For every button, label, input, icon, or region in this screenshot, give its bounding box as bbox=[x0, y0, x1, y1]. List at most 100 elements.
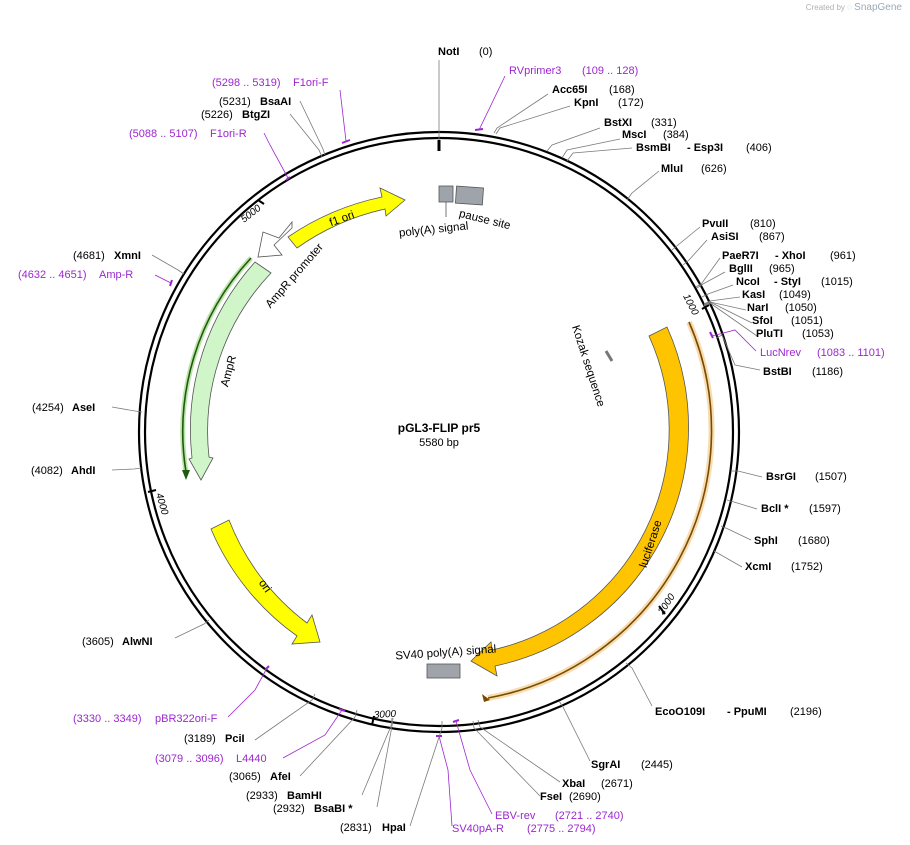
site-MluI[interactable]: MluI (626) bbox=[661, 163, 727, 175]
primer-label: LucNrev bbox=[760, 347, 801, 359]
site-BtgZI[interactable]: (5226) BtgZI bbox=[201, 109, 270, 121]
site-AseI[interactable]: (4254) AseI bbox=[32, 402, 95, 414]
site-position: (1507) bbox=[815, 471, 847, 483]
site-label-isoschizomer: - Esp3I bbox=[687, 142, 723, 154]
primer-RVprimer3[interactable]: RVprimer3 (109 .. 128) bbox=[509, 65, 638, 77]
primer-F1ori-R[interactable]: (5088 .. 5107) F1ori-R bbox=[129, 128, 247, 140]
snapgene-logo-icon: ◌ bbox=[847, 3, 852, 12]
feature-label-polya-signal: poly(A) signal bbox=[398, 220, 469, 239]
feature-ori[interactable]: ori bbox=[210, 519, 321, 645]
tick-label-1000: 1000 bbox=[680, 292, 700, 317]
primer-leaders bbox=[154, 75, 757, 827]
feature-label-kozak: Kozak sequence bbox=[569, 324, 607, 409]
site-NcoI-StyI[interactable]: NcoI - StyI (1015) bbox=[736, 276, 853, 288]
site-label: BamHI bbox=[287, 790, 322, 802]
site-label-isoschizomer: - XhoI bbox=[775, 250, 806, 262]
site-PciI[interactable]: (3189) PciI bbox=[184, 733, 245, 745]
site-label-isoschizomer: - PpuMI bbox=[727, 706, 767, 718]
feature-luciferase[interactable]: luciferase bbox=[470, 326, 689, 677]
site-SgrAI[interactable]: SgrAI (2445) bbox=[591, 759, 673, 771]
site-BsaAI[interactable]: (5231) BsaAI bbox=[219, 96, 291, 108]
site-XbaI[interactable]: XbaI (2671) bbox=[562, 778, 633, 790]
site-SfoI[interactable]: SfoI (1051) bbox=[752, 315, 823, 327]
site-XmnI[interactable]: (4681) XmnI bbox=[73, 250, 141, 262]
feature-kozak[interactable]: Kozak sequence bbox=[569, 324, 614, 409]
site-BstBI[interactable]: BstBI (1186) bbox=[763, 366, 843, 378]
site-BglII[interactable]: BglII (965) bbox=[729, 263, 795, 275]
site-AsiSI[interactable]: AsiSI (867) bbox=[711, 231, 785, 243]
site-position: (3189) bbox=[184, 733, 216, 745]
site-position: (2831) bbox=[340, 822, 372, 834]
site-position: (3605) bbox=[82, 636, 114, 648]
primer-range: (4632 .. 4651) bbox=[18, 269, 87, 281]
site-EcoO109I-PpuMI[interactable]: EcoO109I - PpuMI (2196) bbox=[655, 706, 822, 718]
leader-lines bbox=[111, 60, 763, 827]
site-BsmBI-Esp3I[interactable]: BsmBI - Esp3I (406) bbox=[636, 142, 772, 154]
site-position: (1680) bbox=[798, 535, 830, 547]
primer-range: (2721 .. 2740) bbox=[555, 810, 624, 822]
site-AfeI[interactable]: (3065) AfeI bbox=[229, 771, 291, 783]
site-label: SfoI bbox=[752, 315, 773, 327]
primer-L4440[interactable]: (3079 .. 3096) L4440 bbox=[155, 753, 267, 765]
primer-range: (109 .. 128) bbox=[582, 65, 638, 77]
site-position: (172) bbox=[618, 97, 644, 109]
site-KpnI[interactable]: KpnI (172) bbox=[574, 97, 644, 109]
site-position: (1050) bbox=[785, 302, 817, 314]
feature-ampr[interactable]: AmpR bbox=[188, 261, 272, 481]
site-label: KpnI bbox=[574, 97, 598, 109]
primer-pBR322ori-F[interactable]: (3330 .. 3349) pBR322ori-F bbox=[73, 713, 218, 725]
site-label: MscI bbox=[622, 129, 646, 141]
site-position: (0) bbox=[479, 46, 492, 58]
site-BamHI[interactable]: (2933) BamHI bbox=[246, 790, 322, 802]
site-BstXI[interactable]: BstXI (331) bbox=[604, 117, 677, 129]
primer-EBV-rev[interactable]: EBV-rev (2721 .. 2740) bbox=[495, 810, 624, 822]
site-position: (4254) bbox=[32, 402, 64, 414]
site-position: (965) bbox=[769, 263, 795, 275]
site-PvuII[interactable]: PvuII (810) bbox=[702, 218, 776, 230]
site-label: MluI bbox=[661, 163, 683, 175]
site-SphI[interactable]: SphI (1680) bbox=[754, 535, 830, 547]
primer-LucNrev[interactable]: LucNrev (1083 .. 1101) bbox=[760, 347, 885, 359]
site-label: AfeI bbox=[270, 771, 291, 783]
site-BsrGI[interactable]: BsrGI (1507) bbox=[766, 471, 847, 483]
site-position: (168) bbox=[609, 84, 635, 96]
site-position: (961) bbox=[830, 250, 856, 262]
primer-SV40pA-R[interactable]: SV40pA-R (2775 .. 2794) bbox=[452, 823, 596, 835]
site-Acc65I[interactable]: Acc65I (168) bbox=[552, 84, 635, 96]
site-PaeR7I-XhoI[interactable]: PaeR7I - XhoI (961) bbox=[722, 250, 856, 262]
site-label: BclI * bbox=[761, 503, 789, 515]
site-position: (2196) bbox=[790, 706, 822, 718]
site-BsaBI[interactable]: (2932) BsaBI * bbox=[273, 803, 353, 815]
site-AlwNI[interactable]: (3605) AlwNI bbox=[82, 636, 153, 648]
primer-label: F1ori-R bbox=[210, 128, 247, 140]
site-position: (1049) bbox=[779, 289, 811, 301]
feature-label-ampr: AmpR bbox=[219, 354, 239, 388]
site-NotI[interactable]: NotI (0) bbox=[438, 46, 492, 58]
site-label: BsmBI bbox=[636, 142, 671, 154]
site-KasI[interactable]: KasI (1049) bbox=[742, 289, 811, 301]
site-FseI[interactable]: FseI (2690) bbox=[540, 791, 601, 803]
site-label: PvuII bbox=[702, 218, 728, 230]
credit-text: Created by bbox=[805, 3, 845, 12]
site-NarI[interactable]: NarI (1050) bbox=[747, 302, 817, 314]
feature-label-f1-ori: f1 ori bbox=[328, 209, 356, 229]
primer-range: (2775 .. 2794) bbox=[527, 823, 596, 835]
site-position: (2933) bbox=[246, 790, 278, 802]
site-PluTI[interactable]: PluTI (1053) bbox=[756, 328, 834, 340]
site-MscI[interactable]: MscI (384) bbox=[622, 129, 689, 141]
primer-label: Amp-R bbox=[99, 269, 133, 281]
site-position: (2690) bbox=[569, 791, 601, 803]
tick-marks bbox=[147, 140, 710, 726]
primer-Amp-R[interactable]: (4632 .. 4651) Amp-R bbox=[18, 269, 133, 281]
primer-F1ori-F[interactable]: (5298 .. 5319) F1ori-F bbox=[212, 77, 329, 89]
site-position: (5226) bbox=[201, 109, 233, 121]
site-position: (810) bbox=[750, 218, 776, 230]
site-BclI[interactable]: BclI * (1597) bbox=[761, 503, 841, 515]
primer-label: EBV-rev bbox=[495, 810, 536, 822]
site-HpaI[interactable]: (2831) HpaI bbox=[340, 822, 406, 834]
site-position: (2671) bbox=[601, 778, 633, 790]
site-label: SphI bbox=[754, 535, 778, 547]
site-AhdI[interactable]: (4082) AhdI bbox=[31, 465, 95, 477]
site-XcmI[interactable]: XcmI (1752) bbox=[745, 561, 823, 573]
feature-f1-ori[interactable]: f1 ori bbox=[287, 187, 406, 249]
